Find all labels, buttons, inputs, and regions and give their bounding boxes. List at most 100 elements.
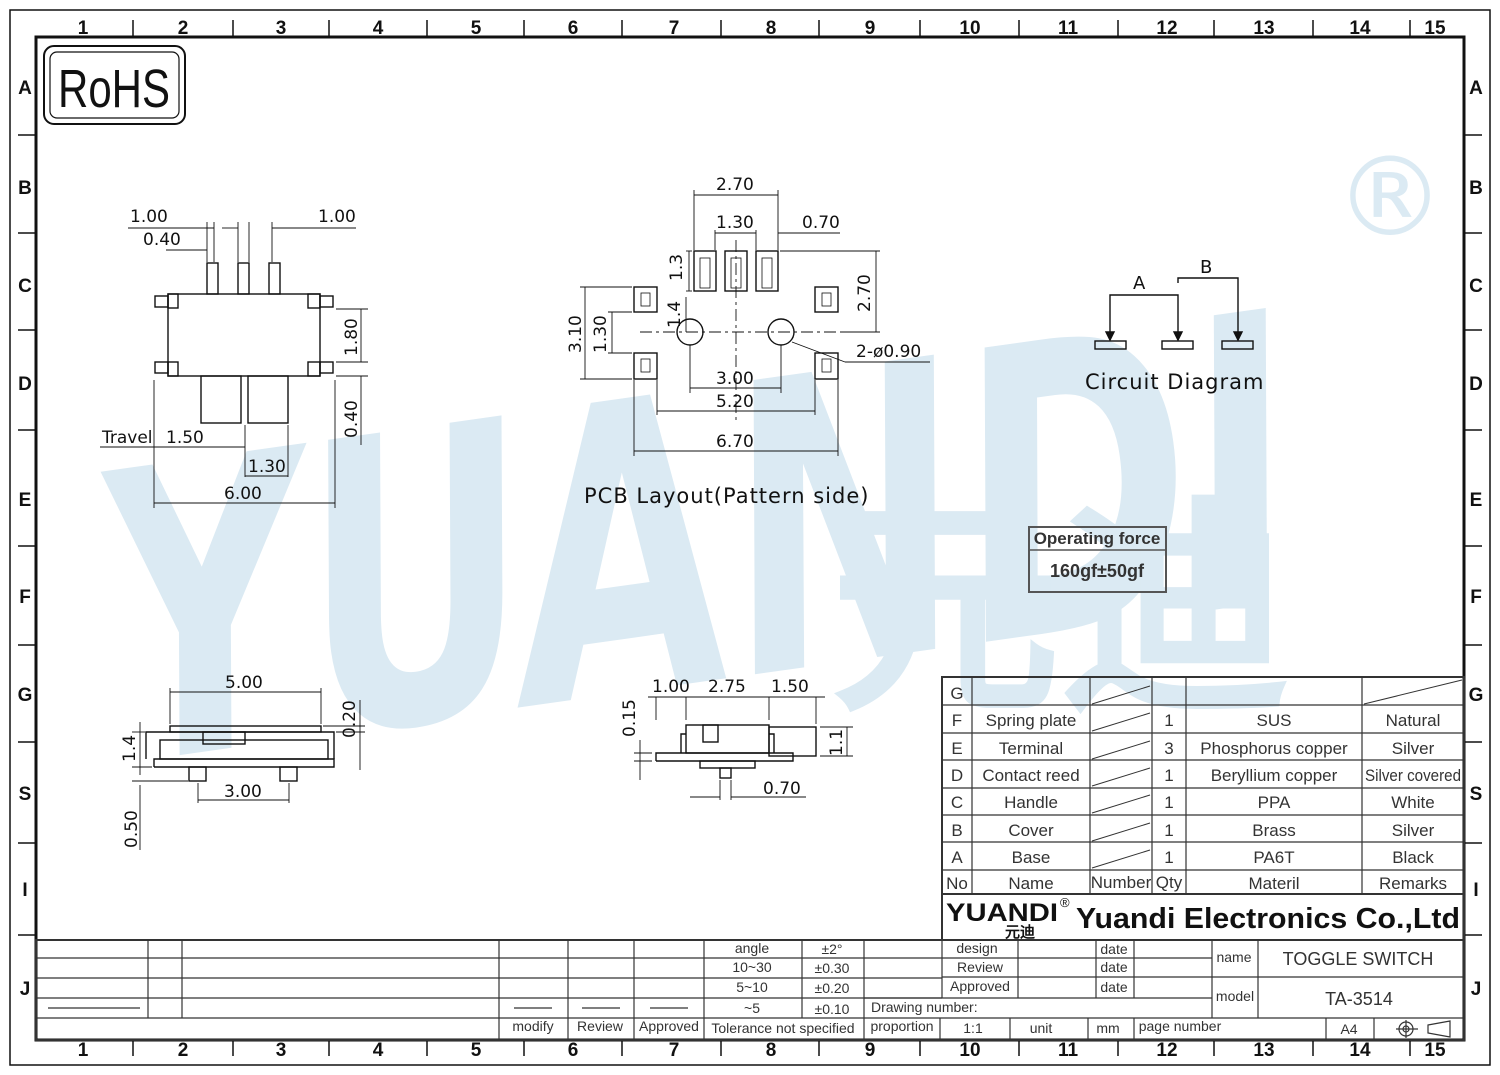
bom-header-remarks: Remarks <box>1379 874 1447 893</box>
grid-col-bottom-6: 6 <box>568 1040 579 1061</box>
grid-row-right-E: E <box>1470 490 1483 511</box>
bom-table <box>941 676 1465 895</box>
revision-table <box>35 939 1465 1041</box>
dim-top-handle-height: 0.40 <box>342 400 362 438</box>
dim-top-pitch1: 1.00 <box>130 207 168 227</box>
dim-pcb-pad-pitch: 1.30 <box>716 213 754 233</box>
grid-row-right-D: D <box>1469 374 1483 395</box>
company-logo: YUANDI <box>946 899 1058 927</box>
dim-pcb-hole-pitch: 3.00 <box>716 369 754 389</box>
bom-remark: Natural <box>1386 711 1441 730</box>
grid-col-top-10: 10 <box>959 18 980 39</box>
bom-material: Beryllium copper <box>1211 766 1338 785</box>
bottom-table-labels: Tolerance not specified modify Review Ap… <box>512 940 1433 1037</box>
grid-col-bottom-11: 11 <box>1058 1040 1079 1061</box>
dim-end-c: 1.50 <box>771 677 809 697</box>
grid-row-left-F: F <box>19 587 31 608</box>
bom-no: F <box>952 711 962 730</box>
grid-row-right-C: C <box>1469 276 1483 297</box>
dim-pcb-holes: 2-ø0.90 <box>856 342 921 362</box>
bom-row: G <box>950 684 963 703</box>
grid-col-bottom-1: 1 <box>78 1040 89 1061</box>
title-design: design <box>956 940 997 956</box>
grid-ticks <box>18 20 1482 1056</box>
grid-col-bottom-15: 15 <box>1424 1040 1446 1061</box>
company-logo-chinese: 元迪 <box>1005 923 1035 941</box>
bom-name: Cover <box>1008 821 1054 840</box>
revision-review: Review <box>577 1018 624 1034</box>
revision-modify: modify <box>512 1018 553 1034</box>
grid-col-top-9: 9 <box>865 18 876 39</box>
bom-no: A <box>951 848 963 867</box>
grid-col-bottom-2: 2 <box>178 1040 189 1061</box>
side-view <box>132 688 365 850</box>
tolerance-row: 5~10±0.20 <box>736 979 849 996</box>
grid-col-top-7: 7 <box>669 18 680 39</box>
bom-name: Spring plate <box>986 711 1077 730</box>
title-date-1: date <box>1100 941 1127 957</box>
dim-pcb-tab-pitch: 5.20 <box>716 392 754 412</box>
grid-row-right-F: F <box>1470 587 1482 608</box>
grid-col-bottom-14: 14 <box>1349 1040 1371 1061</box>
bom-qty: 1 <box>1164 793 1173 812</box>
grid-col-bottom-13: 13 <box>1253 1040 1274 1061</box>
pcb-layout <box>580 190 930 456</box>
bom-material: Brass <box>1252 821 1295 840</box>
circuit-label-b: B <box>1200 257 1212 278</box>
watermark-chinese: 元迪 <box>830 478 1290 745</box>
dim-end-b: 2.75 <box>708 677 746 697</box>
grid-col-top-4: 4 <box>373 18 384 39</box>
grid-row-left-B: B <box>18 178 32 199</box>
dim-side-pins: 3.00 <box>224 782 262 802</box>
bom-remark: White <box>1391 793 1434 812</box>
bom-material: PA6T <box>1253 848 1294 867</box>
bom-remark: Black <box>1392 848 1434 867</box>
grid-col-top-13: 13 <box>1253 18 1274 39</box>
operating-force-label: Operating force <box>1034 529 1161 548</box>
title-model-label: model <box>1216 988 1254 1004</box>
grid-col-top-1: 1 <box>78 18 89 39</box>
dim-side-gap: 0.20 <box>340 700 360 738</box>
grid-row-right-G: G <box>1469 685 1484 706</box>
grid-col-bottom-12: 12 <box>1156 1040 1177 1061</box>
proportion-label: proportion <box>870 1018 933 1034</box>
dim-travel: 1.50 <box>166 428 204 448</box>
title-model-value: TA-3514 <box>1325 989 1393 1009</box>
operating-force-box: Operating force 160gf±50gf <box>1028 526 1167 593</box>
unit-label: unit <box>1030 1020 1053 1036</box>
dim-pcb-pad-height: 1.3 <box>667 254 687 281</box>
dim-end-height: 1.1 <box>827 729 847 756</box>
bom-material: Phosphorus copper <box>1200 739 1348 758</box>
grid-row-right-J: J <box>1471 979 1482 1000</box>
watermark-registered: ® <box>1335 133 1445 261</box>
grid-col-bottom-5: 5 <box>471 1040 482 1061</box>
grid-row-left-A: A <box>18 78 32 99</box>
dim-side-height: 1.4 <box>120 735 140 762</box>
tolerance-value: ±0.10 <box>815 1001 850 1017</box>
grid-row-left-G: G <box>18 685 33 706</box>
bom-no: G <box>950 684 963 703</box>
grid-col-bottom-3: 3 <box>276 1040 287 1061</box>
tolerance-row: angle±2° <box>735 940 843 957</box>
tolerance-value: ±0.30 <box>815 960 850 976</box>
bom-name: Base <box>1012 848 1051 867</box>
grid-col-bottom-9: 9 <box>865 1040 876 1061</box>
dim-top-pitch2: 1.00 <box>318 207 356 227</box>
top-view <box>100 222 368 508</box>
travel-label: Travel <box>101 428 153 448</box>
bom-name: Contact reed <box>982 766 1079 785</box>
bom-remark: Silver covered <box>1365 766 1461 785</box>
unit-value: mm <box>1096 1020 1119 1036</box>
company-logo-registered: ® <box>1060 895 1070 910</box>
title-approved: Approved <box>950 978 1010 994</box>
dim-pcb-y-span: 2.70 <box>855 274 875 312</box>
end-view-dims: 1.00 2.75 1.50 0.15 1.1 0.70 <box>620 677 847 799</box>
grid-row-right-S: S <box>1470 784 1483 805</box>
dim-end-top: 0.15 <box>620 699 640 737</box>
grid-row-left-E: E <box>19 490 32 511</box>
